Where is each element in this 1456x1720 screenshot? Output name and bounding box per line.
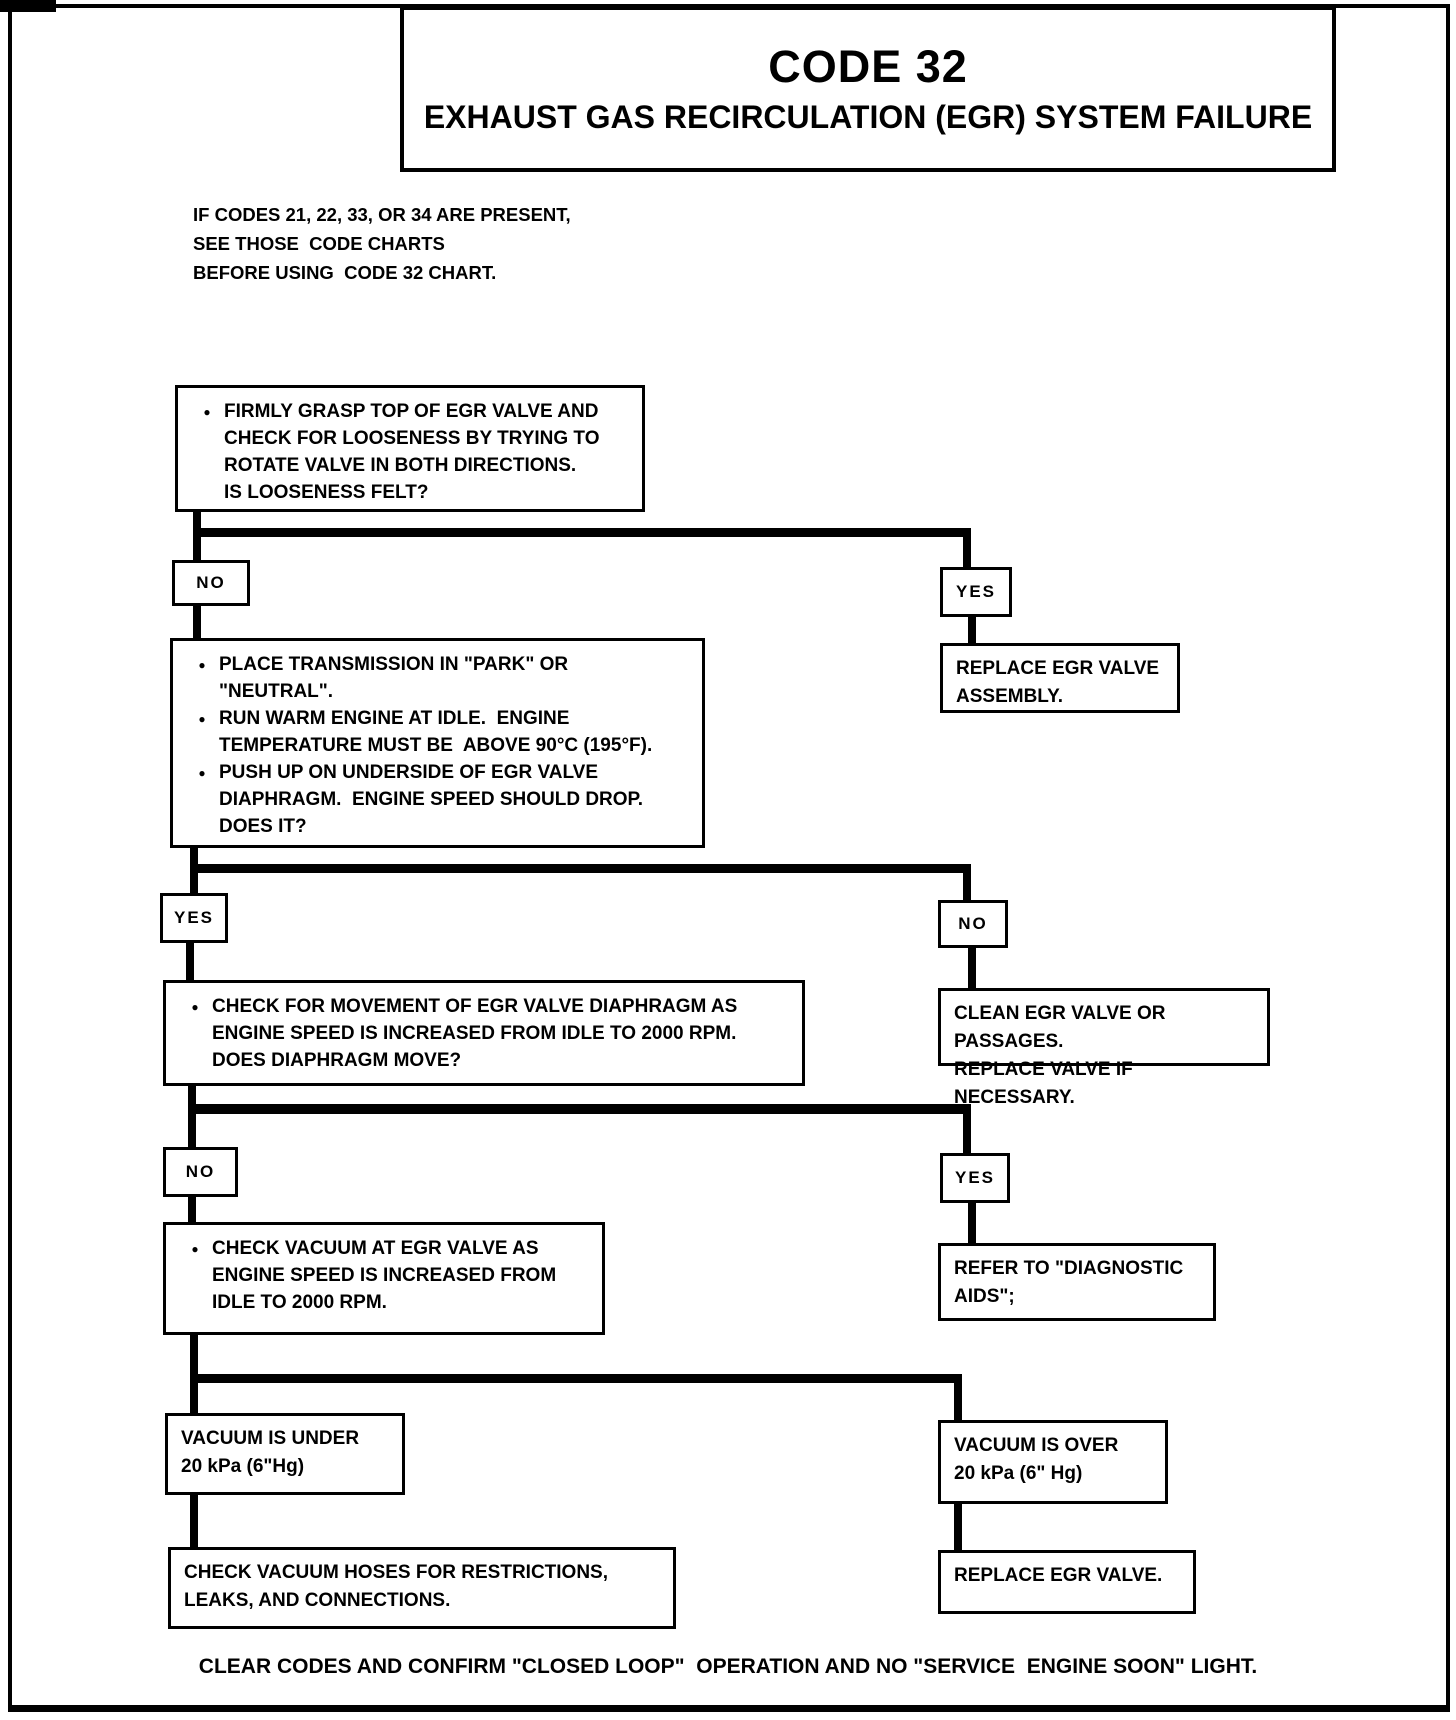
idle-test-bullet-1: PLACE TRANSMISSION IN "PARK" OR "NEUTRAL… [219, 654, 569, 702]
bullet-icon: ● [198, 658, 206, 672]
flow-connector [188, 1086, 196, 1147]
footer-instruction: CLEAR CODES AND CONFIRM "CLOSED LOOP" OP… [198, 1655, 1258, 1678]
bullet-item: ● RUN WARM ENGINE AT IDLE. ENGINE TEMPER… [185, 705, 690, 759]
flow-connector [963, 864, 971, 900]
yes-label-text: YES [954, 1168, 996, 1187]
flow-connector [190, 1374, 962, 1383]
bullet-item: ● CHECK VACUUM AT EGR VALVE AS ENGINE SP… [178, 1235, 590, 1316]
branch1-yes-label: YES [940, 567, 1012, 617]
condition-vacuum-under: VACUUM IS UNDER 20 kPa (6"Hg) [165, 1413, 405, 1495]
action-clean-egr-valve: CLEAN EGR VALVE OR PASSAGES. REPLACE VAL… [938, 988, 1270, 1108]
chart-title: EXHAUST GAS RECIRCULATION (EGR) SYSTEM F… [423, 99, 1313, 136]
flow-connector [954, 1374, 962, 1420]
no-label-text: NO [958, 914, 988, 933]
flow-connector [968, 948, 976, 988]
title-box: CODE 32 EXHAUST GAS RECIRCULATION (EGR) … [400, 6, 1336, 172]
flow-connector [954, 1504, 962, 1550]
flow-connector [968, 1203, 976, 1243]
bullet-item: ● PLACE TRANSMISSION IN "PARK" OR "NEUTR… [185, 651, 690, 705]
branch3-no-label: NO [163, 1147, 238, 1197]
flow-connector [963, 528, 971, 567]
idle-test-bullet-3: PUSH UP ON UNDERSIDE OF EGR VALVE DIAPHR… [219, 762, 644, 837]
bullet-icon: ● [198, 712, 206, 726]
scan-artifact [0, 0, 56, 12]
step-check-looseness-box: ● FIRMLY GRASP TOP OF EGR VALVE AND CHEC… [175, 385, 645, 512]
yes-label-text: YES [955, 582, 997, 601]
flow-connector [186, 943, 194, 980]
bullet-icon: ● [191, 1242, 199, 1256]
action-replace-egr-assembly: REPLACE EGR VALVE ASSEMBLY. [940, 643, 1180, 713]
bullet-item: ● FIRMLY GRASP TOP OF EGR VALVE AND CHEC… [190, 398, 630, 506]
idle-test-bullet-2: RUN WARM ENGINE AT IDLE. ENGINE TEMPERAT… [219, 708, 653, 756]
bullet-item: ● PUSH UP ON UNDERSIDE OF EGR VALVE DIAP… [185, 759, 690, 840]
bullet-icon: ● [198, 766, 206, 780]
no-label-text: NO [196, 573, 226, 592]
branch3-yes-label: YES [940, 1153, 1010, 1203]
flow-connector [963, 1104, 971, 1153]
check-vacuum-text: CHECK VACUUM AT EGR VALVE AS ENGINE SPEE… [212, 1238, 557, 1313]
step-check-vacuum-box: ● CHECK VACUUM AT EGR VALVE AS ENGINE SP… [163, 1222, 605, 1335]
bullet-icon: ● [191, 1000, 199, 1014]
flow-connector [188, 1197, 196, 1222]
intro-note: IF CODES 21, 22, 33, OR 34 ARE PRESENT, … [193, 204, 571, 283]
flow-connector [190, 1495, 198, 1547]
condition-vacuum-over: VACUUM IS OVER 20 kPa (6" Hg) [938, 1420, 1168, 1504]
flow-connector [188, 1104, 971, 1114]
branch2-no-label: NO [938, 900, 1008, 948]
bullet-icon: ● [203, 405, 211, 419]
branch1-no-label: NO [172, 560, 250, 606]
bullet-item: ● CHECK FOR MOVEMENT OF EGR VALVE DIAPHR… [178, 993, 790, 1074]
yes-label-text: YES [173, 908, 215, 927]
action-diagnostic-aids: REFER TO "DIAGNOSTIC AIDS"; [938, 1243, 1216, 1321]
diaphragm-move-text: CHECK FOR MOVEMENT OF EGR VALVE DIAPHRAG… [212, 996, 738, 1071]
step-idle-drop-test-box: ● PLACE TRANSMISSION IN "PARK" OR "NEUTR… [170, 638, 705, 848]
flow-connector [193, 528, 971, 537]
flow-connector [968, 617, 976, 643]
branch2-yes-label: YES [160, 893, 228, 943]
action-check-hoses: CHECK VACUUM HOSES FOR RESTRICTIONS, LEA… [168, 1547, 676, 1629]
action-replace-egr-valve: REPLACE EGR VALVE. [938, 1550, 1196, 1614]
code-title: CODE 32 [768, 40, 968, 92]
step-diaphragm-move-box: ● CHECK FOR MOVEMENT OF EGR VALVE DIAPHR… [163, 980, 805, 1086]
flow-connector [190, 864, 971, 873]
step-check-looseness-text: FIRMLY GRASP TOP OF EGR VALVE AND CHECK … [224, 401, 600, 503]
flow-connector [193, 606, 201, 638]
no-label-text: NO [185, 1162, 216, 1181]
